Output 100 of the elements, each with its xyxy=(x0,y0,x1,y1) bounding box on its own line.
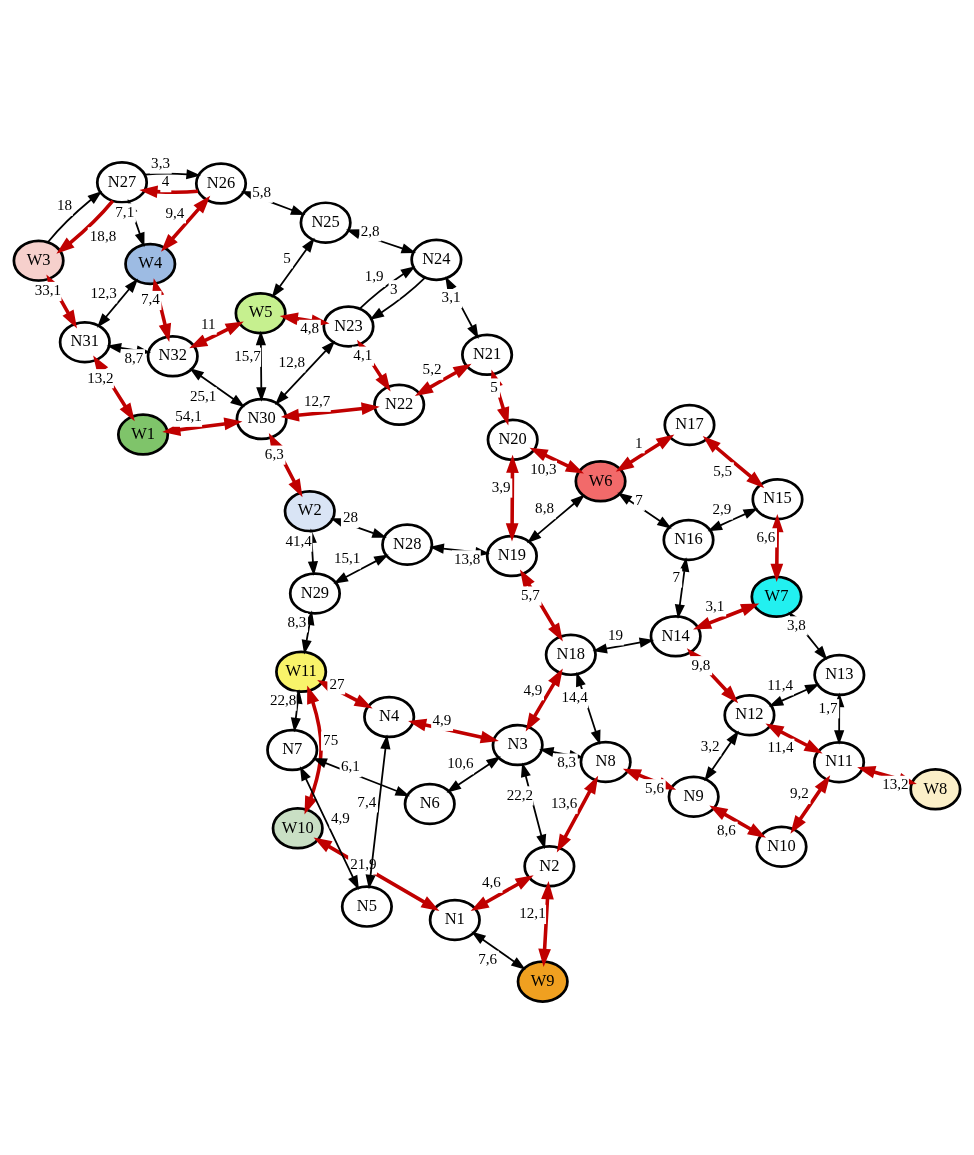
edge-label: 7 xyxy=(635,491,643,508)
edge-label: 3,1 xyxy=(705,597,725,614)
arrow xyxy=(709,805,766,838)
arrow xyxy=(46,190,103,243)
edge-label: 22,8 xyxy=(269,691,297,708)
edge-label: 12,1 xyxy=(519,904,546,921)
edge-label: 4 xyxy=(161,172,170,189)
edge-label: 28 xyxy=(342,508,359,525)
arrow xyxy=(365,734,391,889)
arrow xyxy=(702,435,765,488)
node-ellipse: N19 xyxy=(485,534,538,577)
node-ellipse: W6 xyxy=(574,459,627,503)
arrow xyxy=(704,730,739,781)
node-ellipse: W5 xyxy=(234,291,287,334)
arrow xyxy=(255,330,267,402)
node-ellipse: N21 xyxy=(461,333,514,376)
node-ellipse: N11 xyxy=(812,740,866,783)
edge-label: 5,2 xyxy=(422,360,442,377)
node-ellipse: N10 xyxy=(755,824,808,868)
edge-label: 10,6 xyxy=(447,754,474,771)
edge-label: 41,4 xyxy=(285,532,312,549)
edge-label: 2,8 xyxy=(360,222,380,239)
edge-label: 4,9 xyxy=(523,681,543,698)
edge-label: 4,8 xyxy=(300,319,320,336)
node-ellipse: N31 xyxy=(58,320,111,363)
edge-label: 4,1 xyxy=(353,346,373,363)
edge-label: 3,2 xyxy=(700,737,720,754)
edge-label: 12,7 xyxy=(303,392,331,409)
edge-label: 5 xyxy=(490,378,498,395)
edge-label: 5,8 xyxy=(252,183,272,200)
edge-label: 6,1 xyxy=(341,757,360,774)
node-ellipse: N20 xyxy=(486,418,539,461)
arrow xyxy=(280,401,380,421)
node-ellipse: N27 xyxy=(95,160,149,204)
node-ellipse: W2 xyxy=(283,489,336,532)
node-ellipse: W8 xyxy=(909,767,962,811)
edge-label: 10,3 xyxy=(530,460,557,477)
edge-label: 3,8 xyxy=(787,616,806,633)
node-ellipse: N12 xyxy=(723,693,776,736)
edge-label: 15,1 xyxy=(334,549,361,566)
node-ellipse: N3 xyxy=(491,723,544,766)
edge-label: 12,3 xyxy=(90,284,117,301)
arrow xyxy=(592,637,655,653)
node-ellipse: N5 xyxy=(340,884,393,928)
edge-label: 12,8 xyxy=(278,353,305,370)
edge-label: 13,6 xyxy=(550,794,578,811)
edge-label: 18,8 xyxy=(89,227,117,244)
arrow xyxy=(93,354,135,421)
arrow xyxy=(556,775,599,853)
arrow xyxy=(304,685,323,814)
edge-label: 54,1 xyxy=(175,407,202,424)
arrow xyxy=(414,363,472,396)
node-ellipse: N17 xyxy=(663,403,716,446)
node-ellipse: W7 xyxy=(750,574,803,618)
arrow xyxy=(144,168,201,179)
node-ellipse: N32 xyxy=(146,334,199,377)
edge-label: 15,7 xyxy=(234,347,261,364)
edge-label: 9,4 xyxy=(165,204,185,221)
edge-label: 6,6 xyxy=(756,528,776,545)
edge-label: 11,4 xyxy=(767,738,794,755)
edge-label: 22,2 xyxy=(506,786,534,803)
node-ellipse: N7 xyxy=(266,728,319,771)
arrow xyxy=(139,184,199,198)
edge-label: 13,2 xyxy=(882,775,909,792)
node-ellipse: N24 xyxy=(410,238,463,281)
edge-label: 75 xyxy=(323,731,339,748)
edge-label: 1 xyxy=(635,434,643,451)
arrow xyxy=(707,507,758,531)
edge-label: 8,8 xyxy=(535,499,554,516)
edge-label: 6,3 xyxy=(264,445,284,462)
arrow xyxy=(408,718,499,743)
edge-label: 5,6 xyxy=(645,779,664,796)
edge-label: 18 xyxy=(57,196,73,213)
node-ellipse: N6 xyxy=(403,782,456,825)
arrow xyxy=(299,765,359,890)
node-ellipse: N23 xyxy=(322,304,375,348)
edge-label: 8,3 xyxy=(557,753,577,770)
arrow xyxy=(346,228,416,253)
edge-label: 3,1 xyxy=(441,288,461,305)
arrow xyxy=(693,603,760,629)
arrow xyxy=(526,493,585,543)
edge-label: 4,9 xyxy=(330,809,350,826)
edge-label: 7,1 xyxy=(115,203,135,220)
node-ellipse: N30 xyxy=(235,397,288,440)
node-ellipse: N1 xyxy=(428,898,481,941)
arrow xyxy=(96,277,139,328)
edge-label: 7 xyxy=(672,568,681,585)
node-ellipse: N4 xyxy=(363,695,416,738)
edge-label: 8,6 xyxy=(717,821,736,838)
arrow xyxy=(333,553,389,584)
edge-label: 8,3 xyxy=(287,613,307,630)
arrow xyxy=(520,761,547,849)
edge-label: 3,3 xyxy=(151,154,170,171)
edge-label: 25,1 xyxy=(189,387,217,404)
edge-label: 8,7 xyxy=(124,349,144,366)
arrow xyxy=(313,837,440,911)
edge-label: 14,4 xyxy=(561,688,588,705)
node-ellipse: W11 xyxy=(275,649,328,693)
node-ellipse: W3 xyxy=(12,238,65,282)
node-ellipse: N29 xyxy=(288,571,341,615)
